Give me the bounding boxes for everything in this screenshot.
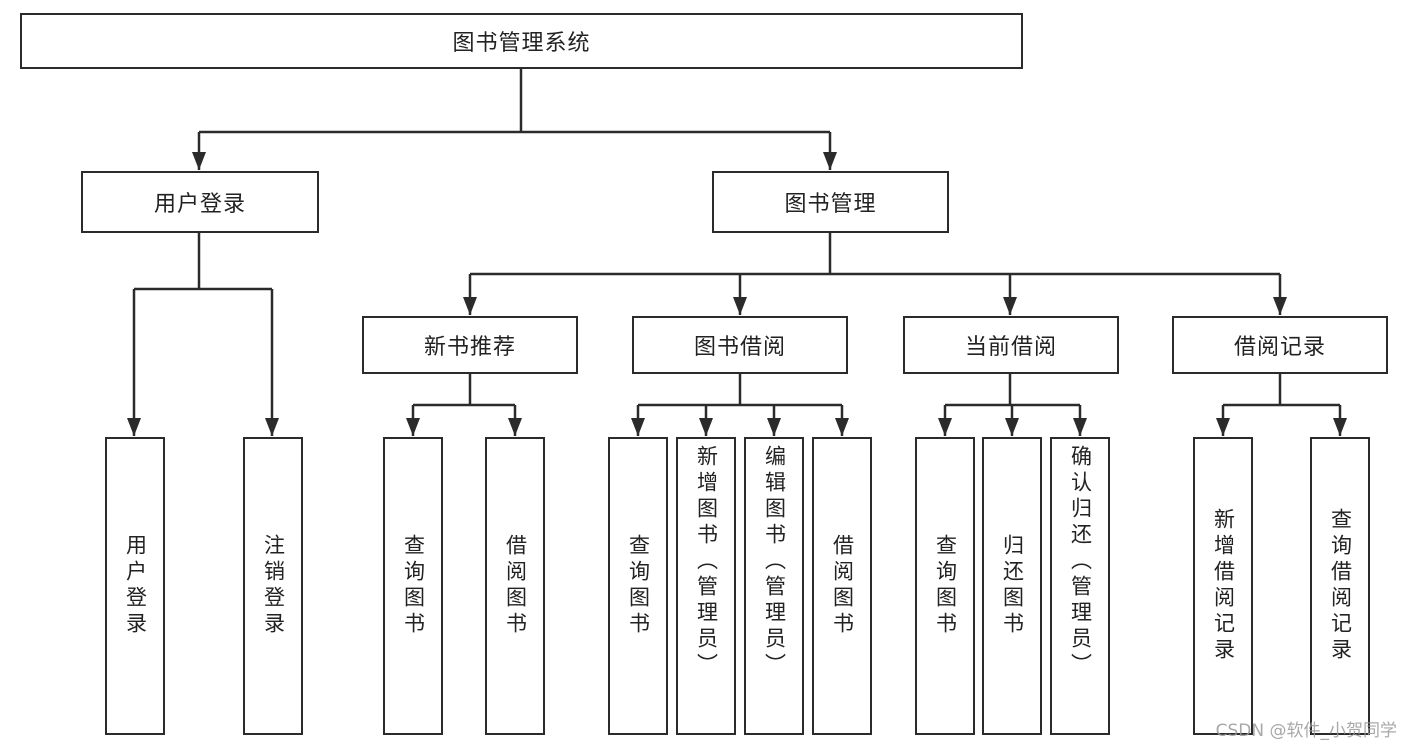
arrowhead-group-1-3 [835,418,849,436]
leaf-node-label: 查询图书 [933,534,958,638]
leaf-node-label: 新增图书（管理员） [694,445,719,679]
leaf-node-label: 注销登录 [261,534,286,638]
arrowhead-group-2-0 [938,418,952,436]
level3-node-0: 新书推荐 [362,316,578,374]
arrowhead-bookmgmt-2 [1003,297,1017,315]
leaf-node-label: 归还图书 [1000,534,1025,638]
level3-node-label: 借阅记录 [1233,335,1326,360]
leaf-node-4: 查询图书 [608,437,668,735]
level3-node-2: 当前借阅 [903,316,1119,374]
level3-node-label: 图书借阅 [693,335,786,360]
leaf-node-label: 查询借阅记录 [1328,508,1353,664]
arrowhead-group-1-2 [767,418,781,436]
level2-node-0: 用户登录 [81,171,319,233]
leaf-node-3: 借阅图书 [485,437,545,735]
arrowhead-bookmgmt-0 [463,297,477,315]
leaf-node-8: 查询图书 [915,437,975,735]
level3-node-3: 借阅记录 [1172,316,1388,374]
arrowhead-bookmgmt-3 [1273,297,1287,315]
level3-node-label: 当前借阅 [964,335,1057,360]
leaf-node-label: 编辑图书（管理员） [762,445,787,679]
leaf-node-label: 用户登录 [123,534,148,638]
arrowhead-bookmgmt-1 [733,297,747,315]
level2-node-label: 用户登录 [153,192,246,217]
arrowhead-root-1 [823,152,837,170]
arrowhead-userlogin-1 [265,418,279,436]
arrowhead-group-0-1 [508,418,522,436]
arrowhead-group-1-0 [631,418,645,436]
leaf-node-1: 注销登录 [243,437,303,735]
leaf-node-7: 借阅图书 [812,437,872,735]
arrowhead-group-2-1 [1005,418,1019,436]
leaf-node-2: 查询图书 [383,437,443,735]
arrowhead-root-0 [192,152,206,170]
arrowhead-userlogin-0 [127,418,141,436]
leaf-node-label: 借阅图书 [830,534,855,638]
arrowhead-group-0-0 [406,418,420,436]
leaf-node-12: 查询借阅记录 [1310,437,1370,735]
leaf-node-10: 确认归还（管理员） [1050,437,1110,735]
leaf-node-label: 查询图书 [626,534,651,638]
leaf-node-9: 归还图书 [982,437,1042,735]
level3-node-1: 图书借阅 [632,316,848,374]
arrowhead-group-3-0 [1216,418,1230,436]
root-node: 图书管理系统 [20,13,1023,69]
root-node-label: 图书管理系统 [452,31,591,56]
arrowhead-group-1-1 [699,418,713,436]
leaf-node-label: 新增借阅记录 [1211,508,1236,664]
level2-node-1: 图书管理 [712,171,949,233]
leaf-node-5: 新增图书（管理员） [676,437,736,735]
leaf-node-label: 确认归还（管理员） [1068,445,1093,679]
arrowhead-group-2-2 [1073,418,1087,436]
leaf-node-label: 查询图书 [401,534,426,638]
leaf-node-6: 编辑图书（管理员） [744,437,804,735]
level3-node-label: 新书推荐 [423,335,516,360]
level2-node-label: 图书管理 [784,192,877,217]
leaf-node-11: 新增借阅记录 [1193,437,1253,735]
leaf-node-0: 用户登录 [105,437,165,735]
leaf-node-label: 借阅图书 [503,534,528,638]
arrowhead-group-3-1 [1333,418,1347,436]
